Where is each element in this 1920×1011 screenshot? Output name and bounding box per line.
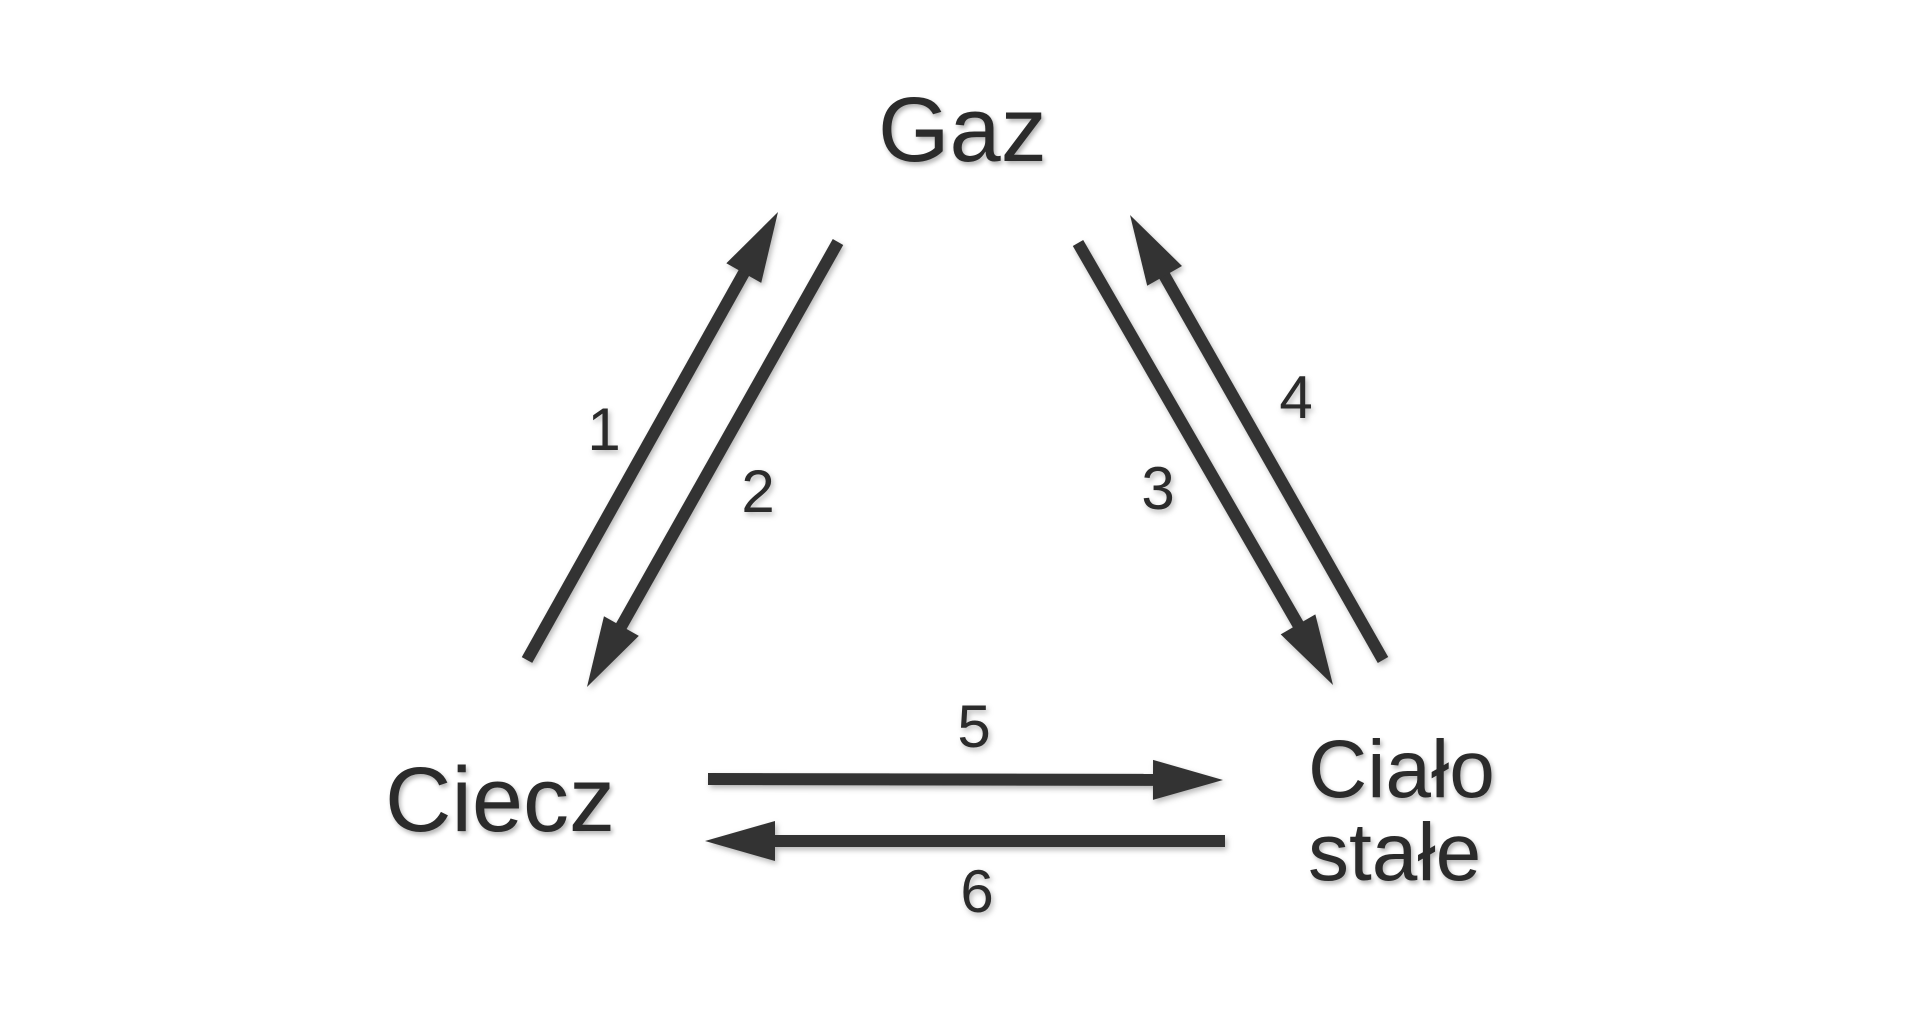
edge-number-5: 5: [957, 693, 990, 760]
arrow-ciecz-to-gaz: 1: [521, 212, 778, 663]
arrow-cialo-stale-to-gaz: 4: [1130, 215, 1389, 663]
arrow-gaz-to-cialo-stale: 3: [1072, 240, 1333, 685]
arrow-cialo-stale-to-ciecz: 6: [705, 821, 1225, 925]
edge-number-1: 1: [587, 396, 620, 463]
edge-number-4: 4: [1279, 364, 1312, 431]
edge-number-3: 3: [1141, 455, 1174, 522]
arrowhead-icon: [1280, 614, 1333, 685]
arrow-gaz-to-ciecz: 2: [587, 239, 844, 687]
arrow-ciecz-to-cialo-stale: 5: [707, 693, 1223, 800]
arrowhead-icon: [705, 821, 775, 861]
node-label-solid: Ciało stałe: [1308, 724, 1495, 898]
node-label-liquid: Ciecz: [385, 749, 616, 851]
edge-number-2: 2: [741, 458, 774, 525]
arrow-shaft: [1072, 240, 1312, 643]
arrowhead-icon: [587, 616, 639, 687]
arrow-shaft: [707, 773, 1171, 786]
arrowhead-icon: [1130, 215, 1182, 286]
arrowhead-icon: [726, 212, 778, 283]
arrowhead-icon: [1152, 759, 1223, 800]
arrow-shaft: [1150, 257, 1389, 663]
node-label-gas: Gaz: [878, 79, 1047, 181]
arrow-shaft: [607, 239, 844, 645]
arrow-shaft: [521, 254, 758, 663]
edge-number-6: 6: [960, 858, 993, 925]
